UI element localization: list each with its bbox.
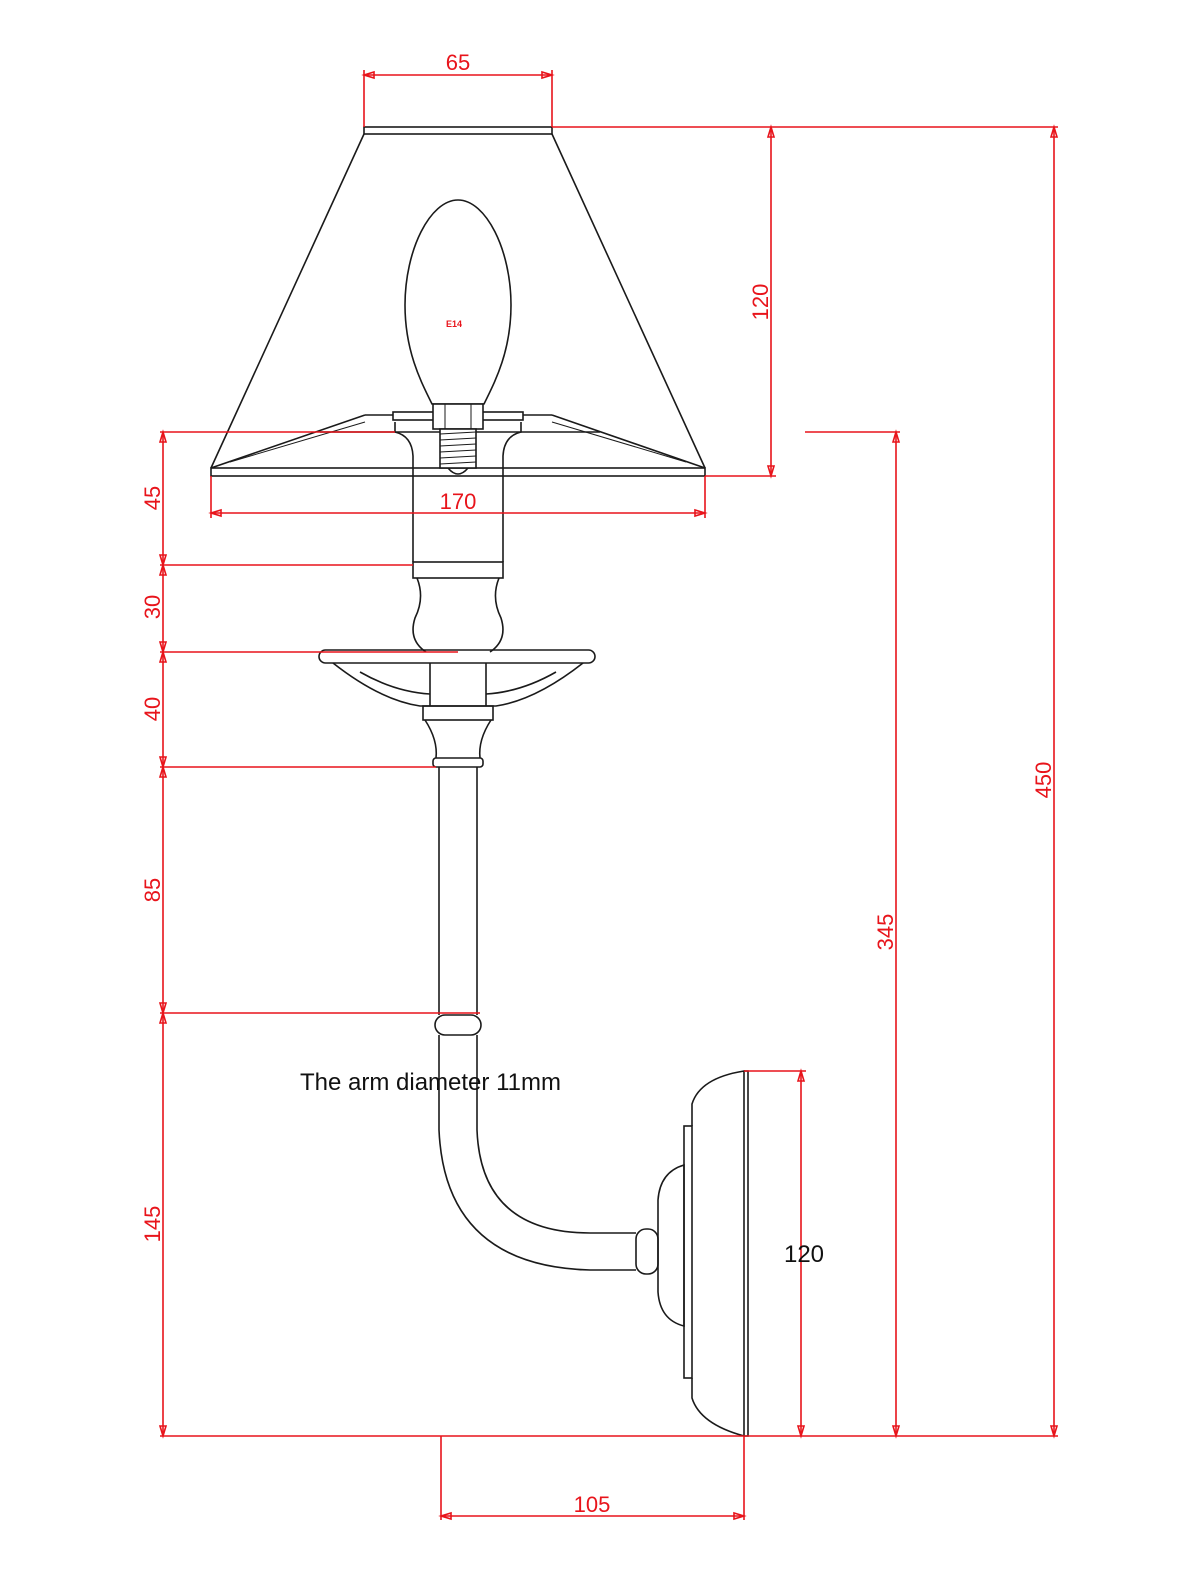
dim-dish: 40 (140, 697, 165, 721)
bulb-type-label: E14 (446, 319, 462, 329)
dimension-lines (158, 70, 1059, 1521)
dim-shade-height: 120 (748, 284, 773, 321)
lamp-arm (434, 767, 659, 1275)
dim-arm-straight: 85 (140, 878, 165, 902)
dim-shade-bottom-width: 170 (440, 489, 477, 514)
arm-diameter-note: The arm diameter 11mm (300, 1069, 561, 1096)
bulb-socket (392, 403, 524, 475)
dim-collar: 30 (140, 595, 165, 619)
dim-shade-top-width: 65 (446, 50, 470, 75)
dim-backplate-height: 120 (784, 1241, 824, 1268)
dim-arm-bend: 145 (140, 1206, 165, 1243)
dimension-labels: 65 170 120 345 450 45 30 40 85 145 105 1… (140, 50, 1056, 1517)
wall-backplate (657, 1070, 749, 1438)
lamp-outline: E14 (210, 126, 749, 1438)
dim-projection: 105 (574, 1492, 611, 1517)
drip-dish (318, 649, 596, 768)
candle-tube (394, 422, 522, 653)
candle-bulb: E14 (404, 199, 512, 405)
dim-candle: 45 (140, 486, 165, 510)
dim-total-height: 450 (1031, 762, 1056, 799)
dim-height-to-shade-base: 345 (873, 914, 898, 951)
